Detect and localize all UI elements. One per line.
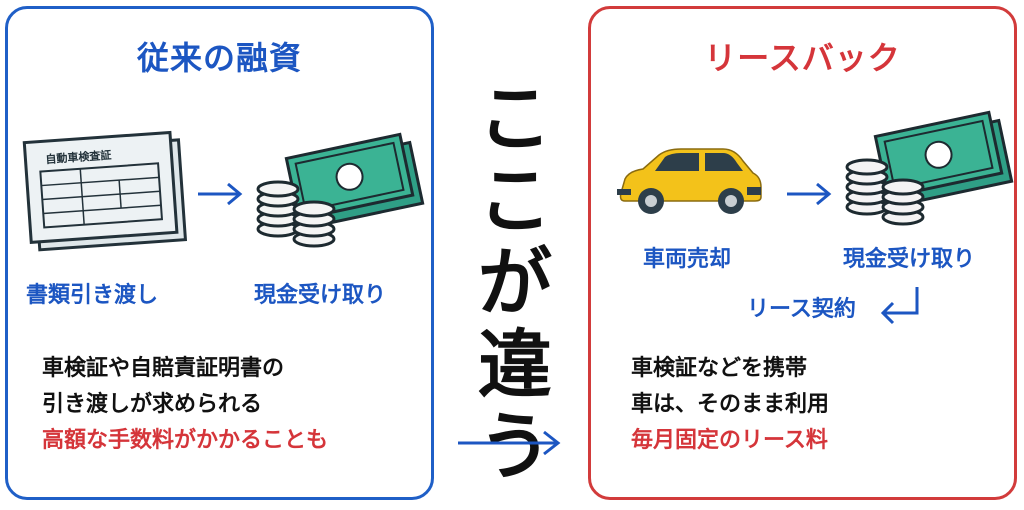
cash-receive-label-right: 現金受け取り	[843, 247, 976, 272]
cash-receive-label-left: 現金受け取り	[254, 283, 387, 308]
heading-char: こ	[478, 76, 552, 162]
vehicle-inspection-document-icon: 自動車検査証	[22, 130, 188, 252]
description-line: 車検証や自賠責証明書の	[42, 356, 285, 381]
leaseback-description: 車検証などを携帯 車は、そのまま利用 毎月固定のリース料	[631, 351, 829, 459]
conventional-loan-title: 従来の融資	[136, 39, 302, 77]
description-line-highlight: 毎月固定のリース料	[631, 428, 828, 453]
document-handover-label: 書類引き渡し	[26, 283, 159, 308]
leaseback-panel: リースバック	[588, 6, 1017, 500]
lease-contract-label: リース契約	[747, 297, 856, 322]
document-header-text: 自動車検査証	[45, 148, 112, 167]
difference-heading: こ こ が 違 う	[470, 78, 560, 488]
heading-char: が	[478, 240, 552, 326]
return-arrow-icon	[880, 287, 919, 325]
cash-money-icon	[256, 132, 425, 248]
description-line: 車検証などを携帯	[631, 356, 808, 381]
arrow-right-icon	[198, 182, 243, 206]
leaseback-title: リースバック	[704, 39, 901, 77]
arrow-right-icon	[458, 430, 561, 456]
heading-char: う	[478, 404, 552, 490]
conventional-loan-description: 車検証や自賠責証明書の 引き渡しが求められる 高額な手数料がかかることも	[42, 351, 328, 459]
vehicle-sale-label: 車両売却	[643, 247, 732, 272]
cash-money-icon	[845, 110, 1014, 226]
description-line-highlight: 高額な手数料がかかることも	[42, 428, 329, 453]
conventional-loan-panel: 従来の融資 自動車検査証	[5, 6, 434, 500]
description-line: 引き渡しが求められる	[42, 392, 263, 417]
car-icon	[617, 148, 762, 214]
description-line: 車は、そのまま利用	[631, 392, 830, 417]
arrow-right-icon	[787, 182, 832, 206]
heading-char: 違	[478, 322, 552, 408]
heading-char: こ	[478, 158, 552, 244]
